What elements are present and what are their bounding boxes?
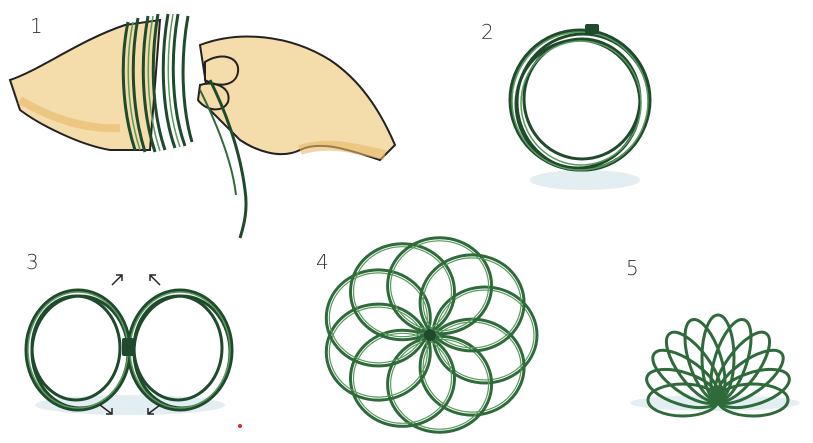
step-4-flower-illustration: [326, 238, 537, 432]
flower-loop: [388, 238, 492, 334]
step-2-coil-illustration: [510, 24, 650, 190]
step-3-figure-eight-illustration: [26, 275, 232, 415]
left-hand: [10, 20, 160, 150]
flower-loop: [354, 333, 452, 423]
flower-loop: [423, 258, 521, 348]
step-5-half-flower-illustration: [630, 315, 800, 416]
flower-loop: [351, 330, 455, 426]
flower-loop: [351, 244, 455, 340]
half-flower-loop: [703, 315, 759, 405]
step-1-hands-illustration: [10, 14, 395, 238]
flower-loop: [354, 247, 452, 337]
